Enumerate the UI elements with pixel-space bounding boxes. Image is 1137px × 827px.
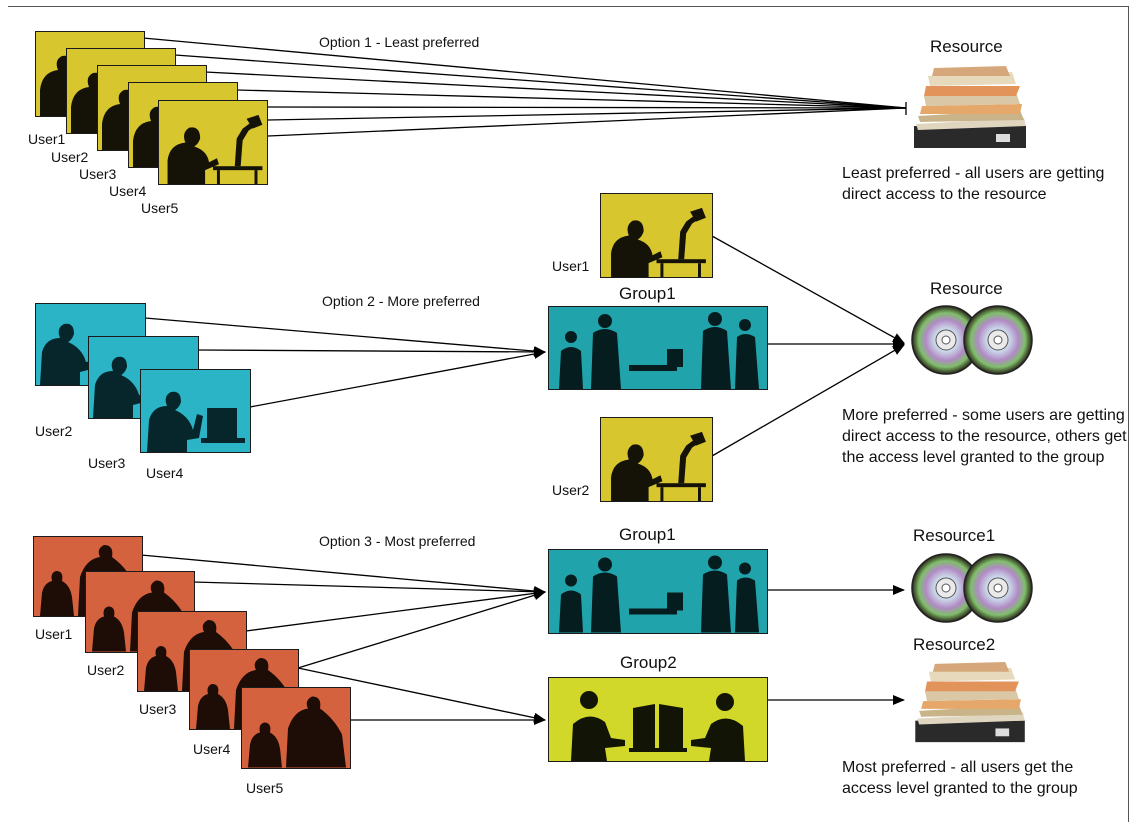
option3-note: Most preferred - all users get the acces… [842, 759, 1078, 797]
user-photo-office [600, 193, 713, 278]
connector [711, 235, 905, 344]
frame-right-border [1128, 6, 1129, 822]
user-label: User4 [109, 183, 147, 199]
silhouette-team-icon [141, 370, 250, 452]
connector [204, 71, 907, 109]
connector [267, 107, 907, 121]
connector [140, 554, 546, 596]
user-label: User1 [28, 131, 66, 147]
user-label: User2 [35, 423, 73, 439]
silhouette-at-desk-icon [603, 194, 710, 277]
connector [142, 37, 907, 109]
connector [267, 106, 907, 109]
connector [192, 581, 546, 597]
silhouette-at-desk-icon [159, 101, 267, 184]
user-photo-office [158, 100, 268, 185]
option1-note: Least preferred - all users are getting … [842, 165, 1105, 203]
user-label: User3 [88, 455, 126, 471]
group-title: Group2 [620, 653, 677, 672]
connector [711, 344, 905, 457]
resource-title: Resource [930, 37, 1003, 56]
user-label: User2 [51, 149, 89, 165]
connector [245, 588, 546, 632]
user-label: User1 [552, 258, 590, 274]
business-meeting-icon [549, 550, 767, 633]
connector [249, 349, 546, 408]
frame-top-border [8, 6, 1129, 7]
user-photo-helpdesk [241, 687, 351, 769]
user-photo-team [140, 369, 251, 453]
user-label: User3 [139, 701, 177, 717]
user-label: User2 [87, 662, 125, 678]
silhouette-helpdesk-icon [242, 688, 350, 768]
file-stack-icon [912, 660, 1032, 748]
connector [196, 346, 546, 357]
connector [267, 107, 907, 137]
user-label: User5 [246, 780, 284, 796]
group-photo-meeting [548, 306, 768, 390]
group-photo-meeting [548, 549, 768, 634]
user-label: User4 [146, 465, 184, 481]
user-photo-office [600, 417, 713, 502]
connector [144, 317, 546, 357]
user-label: User3 [79, 166, 117, 182]
cd-disc-icon [910, 552, 1036, 624]
user-label: User2 [552, 482, 590, 498]
option3-label: Option 3 - Most preferred [319, 533, 476, 549]
option2-note: More preferred - some users are getting … [842, 407, 1127, 466]
group-photo-phone [548, 677, 768, 762]
group-title: Group1 [619, 525, 676, 544]
cd-disc-icon [910, 304, 1036, 376]
phone-conversation-icon [549, 678, 767, 761]
option2-label: Option 2 - More preferred [322, 293, 480, 309]
business-meeting-icon [549, 307, 767, 389]
option3-lines [140, 554, 905, 725]
connector [297, 590, 546, 669]
connector [174, 54, 907, 109]
resource-title: Resource2 [913, 635, 996, 654]
group-title: Group1 [619, 284, 676, 303]
connector [236, 89, 907, 109]
user-label: User1 [35, 626, 73, 642]
file-stack-icon [912, 64, 1032, 154]
option2-lines [144, 235, 905, 457]
silhouette-at-desk-icon [603, 418, 710, 501]
resource-title: Resource1 [913, 526, 996, 545]
user-label: User5 [141, 200, 179, 216]
resource-title: Resource [930, 279, 1003, 298]
connector [297, 667, 546, 723]
user-label: User4 [193, 741, 231, 757]
option1-label: Option 1 - Least preferred [319, 34, 480, 50]
option1-lines [142, 37, 907, 137]
